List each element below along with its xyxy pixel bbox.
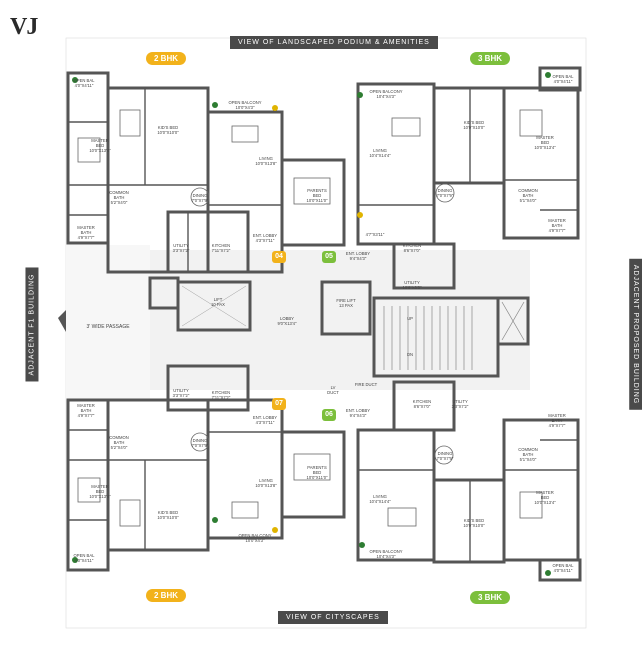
unit-top-right-3bhk — [356, 66, 582, 290]
room-label: KID'S BED 10'0"X10'0" — [463, 518, 485, 528]
left-side-label: ADJACENT F1 BUILDING — [25, 267, 39, 382]
room-label: MASTER BED 10'0"X13'4" — [89, 138, 111, 153]
room-label: KITCHEN 8'6"X7'0" — [402, 243, 422, 253]
room-label: LOBBY 9'0"X13'4" — [277, 316, 297, 326]
room-label: LIFT 10 PAX — [211, 297, 225, 307]
bottom-view-banner: VIEW OF CITYSCAPES — [278, 611, 388, 624]
top-view-banner: VIEW OF LANDSCAPED PODIUM & AMENITIES — [230, 36, 438, 49]
room-label: ENT. LOBBY 9'4"X4'3" — [345, 408, 371, 418]
room-label: LIVING 10'0"X13'8" — [255, 156, 277, 166]
room-label: LIVING 10'4"X14'4" — [369, 148, 391, 158]
room-label: PARENTS BED 10'0"X11'0" — [306, 188, 328, 203]
room-label: PARENTS BED 10'0"X11'0" — [306, 465, 328, 480]
flat-number-06: 06 — [322, 409, 336, 421]
room-label: OPEN BAL 4'0"X4'11" — [73, 78, 95, 88]
flat-number-05: 05 — [322, 251, 336, 263]
room-label: UTILITY 3'3"X7'2" — [172, 243, 190, 253]
room-label: MASTER BED 10'0"X13'4" — [89, 484, 111, 499]
room-label: OPEN BALCONY 10'4"X4'3" — [369, 549, 403, 559]
room-label: ENT. LOBBY 9'4"X4'3" — [345, 251, 371, 261]
room-label: LV DUCT — [327, 385, 339, 395]
room-label: LIVING 10'0"X13'8" — [255, 478, 277, 488]
room-label: KITCHEN 7'11"X7'2" — [211, 390, 231, 400]
right-side-label: ADJACENT PROPOSED BUILDING — [629, 258, 642, 411]
room-label: KID'S BED 10'0"X10'0" — [157, 510, 179, 520]
room-label: COMMON BATH 5'1"X4'0" — [518, 188, 538, 203]
room-label: KID'S BED 10'0"X10'0" — [463, 120, 485, 130]
room-label: MASTER BATH 4'9"X7'7" — [548, 413, 566, 428]
room-label: ENT. LOBBY 4'3"X7'11" — [252, 415, 278, 425]
room-label: KITCHEN 7'11"X7'2" — [211, 243, 231, 253]
unit-bottom-right-3bhk — [356, 380, 582, 582]
room-label: UTILITY 3'3"X7'2" — [451, 399, 469, 409]
room-label: OPEN BALCONY 10'4"X4'3" — [369, 89, 403, 99]
unit-type-top-left: 2 BHK — [146, 52, 187, 65]
room-label: UTILITY 10'8"X3'3" — [402, 280, 422, 290]
passage-label: 3' WIDE PASSAGE — [86, 324, 130, 330]
room-label: LIVING 10'4"X14'4" — [369, 494, 391, 504]
room-label: OPEN BAL 4'0"X4'11" — [552, 563, 574, 573]
room-label: DINING 7'0"X7'9" — [191, 438, 209, 448]
room-label: KITCHEN 8'6"X7'0" — [412, 399, 432, 409]
flat-number-07: 07 — [272, 398, 286, 410]
room-label: MASTER BED 10'0"X13'4" — [534, 490, 556, 505]
room-label: OPEN BAL 4'0"X4'11" — [552, 74, 574, 84]
room-label: MASTER BATH 4'9"X7'7" — [77, 403, 95, 418]
unit-type-top-right: 3 BHK — [470, 52, 511, 65]
room-label: OPEN BALCONY 10'0"X4'3" — [238, 533, 272, 543]
room-label: DINING 7'0"X7'9" — [436, 451, 454, 461]
unit-bottom-left-2bhk — [66, 364, 346, 572]
plant-markers — [72, 72, 551, 576]
flat-number-04: 04 — [272, 251, 286, 263]
room-label: UTILITY 3'3"X7'2" — [172, 388, 190, 398]
room-label: COMMON BATH 5'1"X4'0" — [518, 447, 538, 462]
room-label: COMMON BATH 5'2"X4'0" — [109, 190, 129, 205]
unit-type-bottom-right: 3 BHK — [470, 591, 511, 604]
brand-logo: VJ — [10, 14, 38, 40]
room-label: 4'7"X3'11" — [365, 232, 385, 237]
room-label: KID'S BED 10'0"X10'0" — [157, 125, 179, 135]
room-label: UP — [407, 316, 413, 321]
room-label: OPEN BAL 4'0"X4'11" — [73, 553, 95, 563]
room-label: DINING 7'0"X7'9" — [436, 188, 454, 198]
room-label: MASTER BED 10'0"X13'4" — [534, 135, 556, 150]
room-label: COMMON BATH 5'2"X4'0" — [109, 435, 129, 450]
unit-type-bottom-left: 2 BHK — [146, 589, 187, 602]
core — [148, 276, 530, 378]
room-label: MASTER BATH 4'9"X7'7" — [77, 225, 95, 240]
unit-top-left-2bhk — [66, 71, 346, 274]
room-label: MASTER BATH 4'9"X7'7" — [548, 218, 566, 233]
room-label: DINING 7'0"X7'9" — [191, 193, 209, 203]
room-label: FIRE DUCT — [354, 382, 378, 387]
room-label: OPEN BALCONY 10'0"X4'3" — [228, 100, 262, 110]
room-label: DN — [406, 352, 414, 357]
room-label: FIRE LIFT 13 PAX — [336, 298, 356, 308]
room-label: ENT. LOBBY 4'3"X7'11" — [252, 233, 278, 243]
